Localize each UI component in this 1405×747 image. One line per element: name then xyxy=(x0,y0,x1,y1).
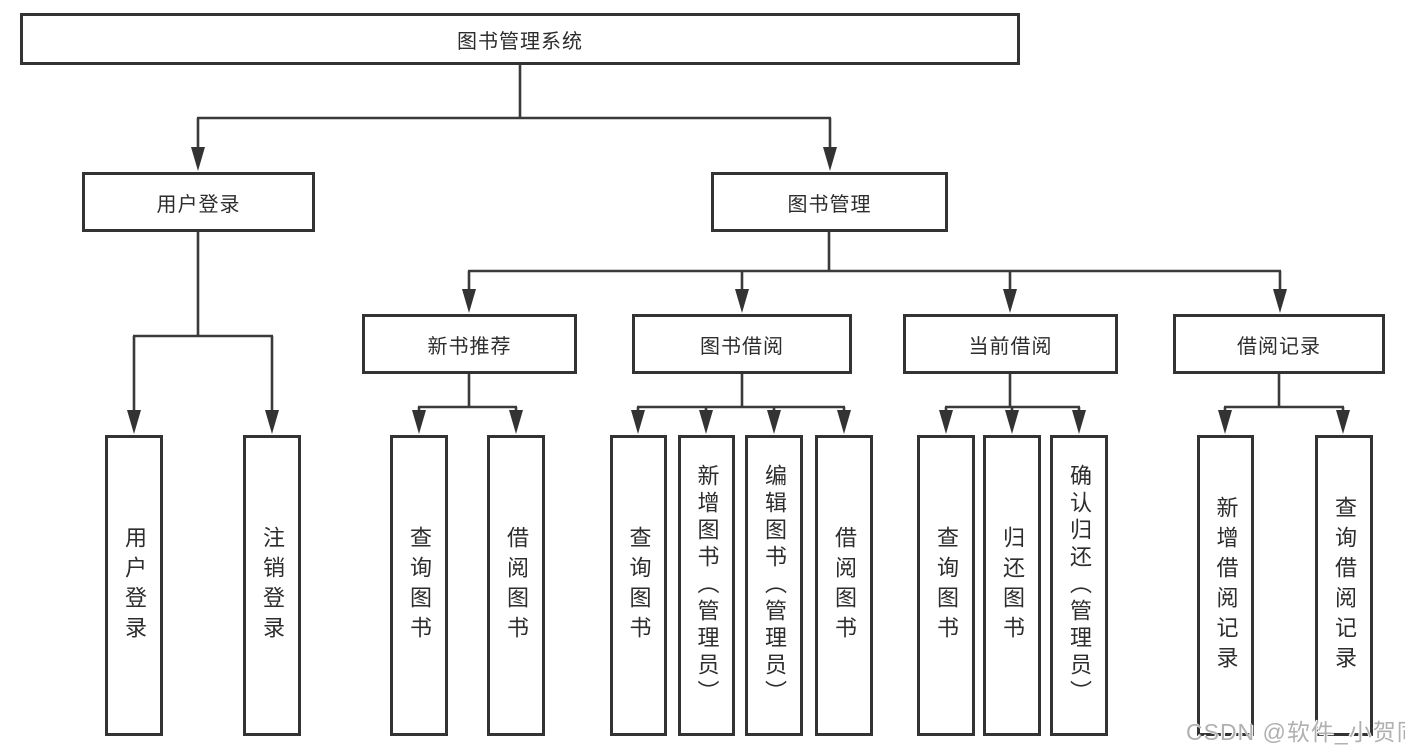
leaf-borrow-edit-book-admin: 编辑图书（管理员） xyxy=(745,435,803,736)
leaf-records-query-record-label: 查询借阅记录 xyxy=(1332,495,1357,676)
arrowhead xyxy=(939,410,953,434)
leaf-logout: 注销登录 xyxy=(243,435,301,736)
node-book-borrowing: 图书借阅 xyxy=(632,314,852,374)
arrowhead xyxy=(837,410,851,434)
arrowhead xyxy=(1218,410,1232,434)
leaf-borrow-edit-book-admin-label: 编辑图书（管理员） xyxy=(762,464,787,707)
csdn-watermark: CSDN @软件_小贺同学 xyxy=(1186,719,1405,745)
node-book-management-label: 图书管理 xyxy=(787,193,872,216)
node-borrowing-records: 借阅记录 xyxy=(1173,314,1385,374)
leaf-records-query-record: 查询借阅记录 xyxy=(1315,435,1373,736)
leaf-user-login-label: 用户登录 xyxy=(122,525,147,646)
leaf-borrow-borrow-books-label: 借阅图书 xyxy=(832,525,857,646)
leaf-borrow-query-books: 查询图书 xyxy=(610,435,667,736)
leaf-rec-query-books-label: 查询图书 xyxy=(407,525,432,646)
connector-new-book-rec-children xyxy=(412,374,523,434)
leaf-logout-label: 注销登录 xyxy=(260,525,285,646)
leaf-rec-query-books: 查询图书 xyxy=(390,435,448,736)
connector-borrow-records-children xyxy=(1218,374,1350,434)
leaf-current-return-books: 归还图书 xyxy=(983,435,1041,736)
node-user-login-label: 用户登录 xyxy=(156,193,241,216)
node-current-borrowing: 当前借阅 xyxy=(903,314,1118,374)
arrowhead xyxy=(735,289,749,313)
arrowhead xyxy=(509,410,523,434)
connector-current-borrow-children xyxy=(939,374,1086,434)
leaf-borrow-add-book-admin-label: 新增图书（管理员） xyxy=(694,464,720,707)
node-new-book-recommendation-label: 新书推荐 xyxy=(427,335,512,358)
arrowhead xyxy=(265,410,279,434)
node-current-borrowing-label: 当前借阅 xyxy=(968,335,1053,358)
node-book-borrowing-label: 图书借阅 xyxy=(700,335,784,358)
arrowhead xyxy=(767,410,781,434)
leaf-records-add-record-label: 新增借阅记录 xyxy=(1213,495,1239,676)
connector-user-login-children xyxy=(127,232,279,434)
arrowhead xyxy=(1273,289,1287,313)
connector-book-mgmt-children xyxy=(462,232,1287,313)
node-root-system: 图书管理系统 xyxy=(20,13,1020,65)
connector-root-to-level2 xyxy=(191,65,837,171)
node-root-label: 图书管理系统 xyxy=(457,30,583,53)
arrowhead xyxy=(699,410,713,434)
leaf-current-confirm-return-admin: 确认归还（管理员） xyxy=(1050,435,1108,736)
arrowhead xyxy=(191,147,205,171)
leaf-rec-borrow-books-label: 借阅图书 xyxy=(504,525,529,646)
connector-book-borrow-children xyxy=(631,374,851,434)
leaf-borrow-query-books-label: 查询图书 xyxy=(626,525,652,646)
leaf-records-add-record: 新增借阅记录 xyxy=(1197,435,1254,736)
leaf-borrow-add-book-admin: 新增图书（管理员） xyxy=(678,435,735,736)
arrowhead xyxy=(412,410,426,434)
arrowhead xyxy=(631,410,645,434)
arrowhead xyxy=(1003,289,1017,313)
leaf-user-login: 用户登录 xyxy=(105,435,163,736)
node-book-management: 图书管理 xyxy=(711,172,948,232)
arrowhead xyxy=(1336,410,1350,434)
arrowhead xyxy=(823,147,837,171)
node-user-login: 用户登录 xyxy=(82,172,315,232)
leaf-borrow-borrow-books: 借阅图书 xyxy=(815,435,873,736)
node-borrowing-records-label: 借阅记录 xyxy=(1237,335,1321,358)
arrowhead xyxy=(1005,410,1019,434)
leaf-current-return-books-label: 归还图书 xyxy=(1000,525,1025,646)
leaf-current-confirm-return-admin-label: 确认归还（管理员） xyxy=(1067,464,1092,707)
arrowhead xyxy=(462,289,476,313)
leaf-current-query-books-label: 查询图书 xyxy=(934,525,959,646)
leaf-rec-borrow-books: 借阅图书 xyxy=(487,435,545,736)
leaf-current-query-books: 查询图书 xyxy=(917,435,975,736)
arrowhead xyxy=(127,410,141,434)
node-new-book-recommendation: 新书推荐 xyxy=(362,314,577,374)
arrowhead xyxy=(1072,410,1086,434)
